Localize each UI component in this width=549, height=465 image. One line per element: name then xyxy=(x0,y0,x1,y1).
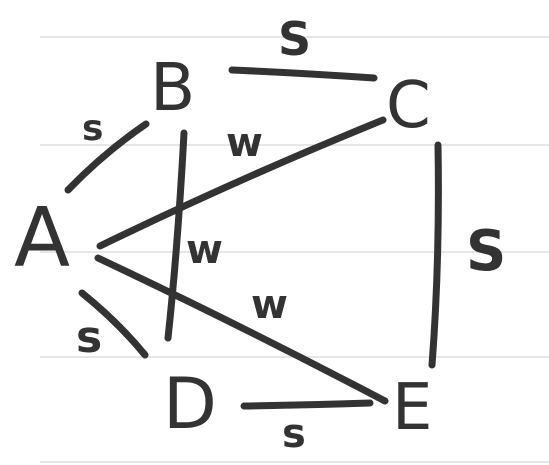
edge-a-c xyxy=(96,116,387,250)
ruled-lines xyxy=(40,36,549,463)
edge-label-a-d: s xyxy=(76,312,102,363)
edge-a-e xyxy=(94,254,389,405)
edge-label-b-d: w xyxy=(186,227,223,273)
edge-b-d xyxy=(164,129,188,342)
edge-label-a-e: w xyxy=(251,282,288,328)
node-label-e: E xyxy=(392,371,432,445)
edge-label-c-e: S xyxy=(466,219,506,284)
edge-label-d-e: s xyxy=(282,411,306,457)
node-label-c: C xyxy=(386,69,431,143)
edge-a-b xyxy=(64,120,150,194)
edge-c-e xyxy=(428,141,442,369)
node-label-b: B xyxy=(150,49,195,126)
edge-label-b-c: S xyxy=(278,12,311,66)
edge-d-e xyxy=(240,399,374,410)
edge-a-d xyxy=(78,289,149,359)
node-labels: A B C D E xyxy=(14,49,432,445)
edges xyxy=(64,66,442,410)
edge-b-c xyxy=(228,66,378,82)
edge-label-a-c: w xyxy=(226,120,263,166)
edge-labels: s S S s s w w w xyxy=(76,12,506,457)
node-label-d: D xyxy=(163,363,217,445)
edge-label-a-b: s xyxy=(82,108,103,149)
node-label-a: A xyxy=(14,191,70,286)
